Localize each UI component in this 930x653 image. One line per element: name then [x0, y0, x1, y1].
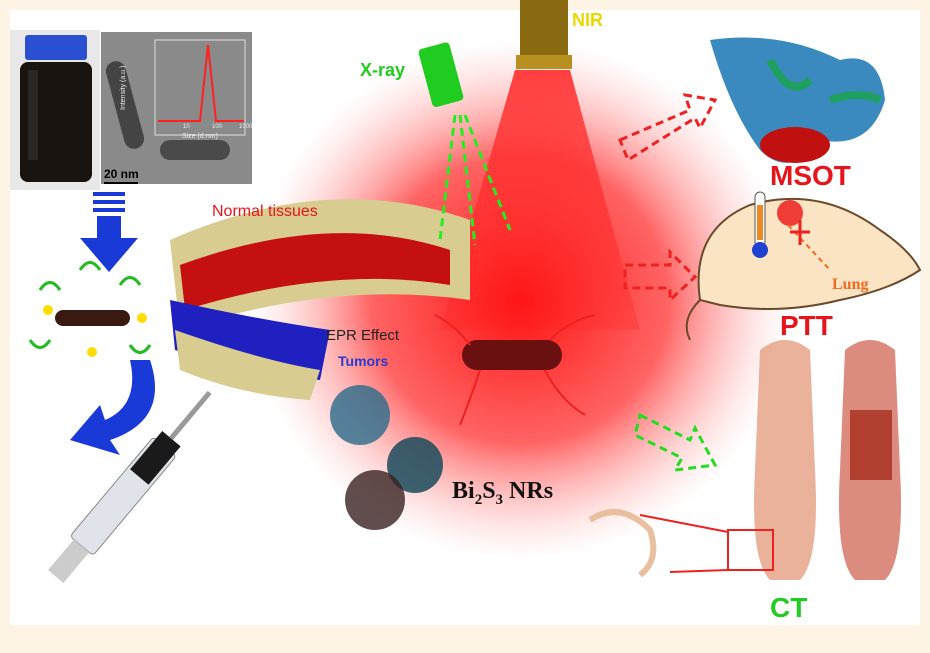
nanorods-suffix: NRs [503, 478, 554, 504]
tumors-label: Tumors [338, 353, 389, 369]
inset-xlabel: Size (d.nm) [182, 133, 218, 140]
normal-tissues-label: Normal tissues [212, 203, 318, 220]
inset-xtick: 1000 [239, 124, 253, 130]
xray-source [418, 42, 512, 246]
ct-label: CT [770, 592, 808, 623]
mouse-illustration [685, 191, 922, 341]
msot-image [710, 37, 885, 163]
msot-label: MSOT [770, 160, 851, 191]
dashed-arrow-ct [633, 412, 718, 472]
bottle-photo [10, 30, 100, 190]
blue-curved-arrow [70, 360, 155, 455]
nir-lamp [516, 0, 572, 69]
nir-beam [440, 70, 640, 330]
syringe [48, 390, 212, 584]
tem-image [101, 32, 252, 184]
epr-effect-label: EPR Effect [326, 327, 400, 344]
tumor-spheres [330, 385, 443, 530]
inset-ylabel: Intensity (a.u.) [120, 65, 127, 110]
dashed-arrow-ptt [623, 248, 698, 304]
dashed-arrow-msot [618, 93, 718, 163]
nanorods-sub2: 3 [495, 491, 504, 508]
nanorods-mid: S [482, 478, 496, 504]
nanorods-sub1: 2 [474, 491, 483, 508]
nir-label: NIR [572, 10, 603, 30]
nanorod-central [434, 314, 596, 426]
inset-xtick: 10 [183, 124, 190, 130]
ptt-label: PTT [780, 310, 833, 341]
blue-down-arrow [80, 192, 138, 272]
nanorods-prefix: Bi [452, 478, 475, 504]
nanorods-label: Bi2S3 NRs [452, 478, 553, 509]
inset-xtick: 100 [212, 124, 223, 130]
xray-label: X-ray [360, 60, 406, 80]
nanorod-left [28, 261, 152, 357]
lung-label: Lung [832, 276, 869, 293]
dls-peak [158, 44, 244, 122]
ct-images [588, 340, 901, 580]
blood-vessel [170, 199, 470, 400]
scale-bar-label: 20 nm [104, 167, 139, 181]
